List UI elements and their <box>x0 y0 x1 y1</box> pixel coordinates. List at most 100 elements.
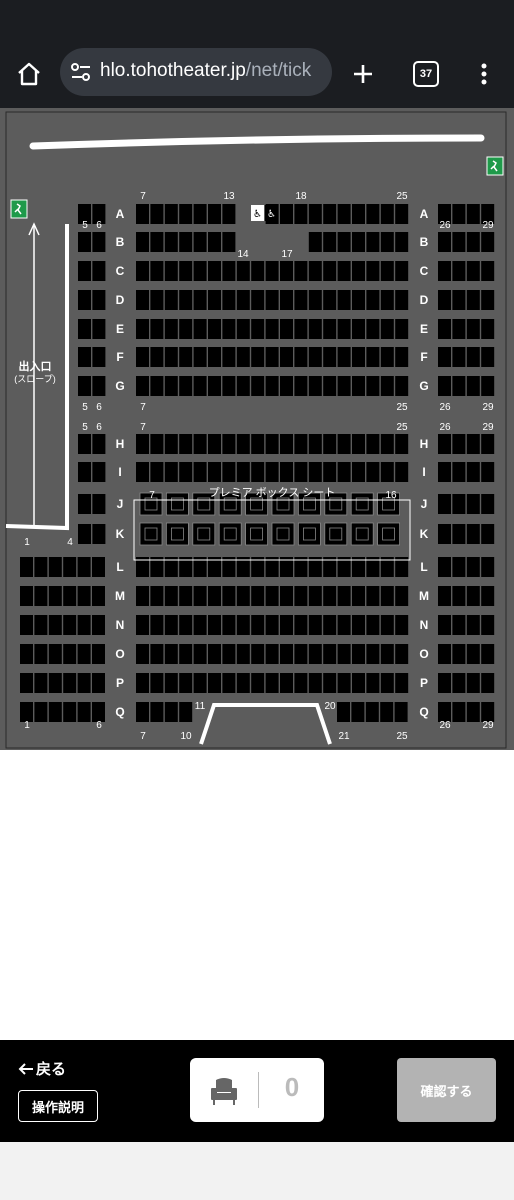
seat[interactable] <box>481 702 495 722</box>
seat[interactable] <box>164 347 178 367</box>
seat[interactable] <box>164 232 178 252</box>
seat[interactable] <box>280 347 293 367</box>
seat[interactable] <box>164 615 178 635</box>
seat[interactable] <box>280 615 293 635</box>
seat[interactable] <box>366 586 380 606</box>
seat[interactable] <box>222 586 236 606</box>
seat[interactable] <box>438 347 451 367</box>
seat[interactable] <box>337 586 351 606</box>
seat[interactable] <box>193 290 207 310</box>
seat[interactable] <box>366 644 380 664</box>
seat[interactable] <box>452 261 466 281</box>
seat[interactable] <box>323 586 337 606</box>
site-settings-icon[interactable] <box>70 62 92 86</box>
seat[interactable] <box>352 347 365 367</box>
seat[interactable] <box>92 462 106 482</box>
tab-count-button[interactable]: 37 <box>413 61 439 87</box>
seat[interactable] <box>78 204 91 224</box>
seat[interactable] <box>77 557 91 577</box>
seat[interactable] <box>20 644 33 664</box>
seat[interactable] <box>251 319 265 339</box>
seat[interactable] <box>48 702 62 722</box>
seat[interactable] <box>150 232 164 252</box>
seat[interactable] <box>208 232 221 252</box>
seat[interactable] <box>208 319 221 339</box>
seat[interactable] <box>323 232 337 252</box>
seat[interactable] <box>193 319 207 339</box>
seat[interactable] <box>48 586 62 606</box>
seat[interactable] <box>352 462 365 482</box>
seat[interactable] <box>380 673 394 693</box>
seat[interactable] <box>280 204 293 224</box>
seat[interactable] <box>48 615 62 635</box>
seat[interactable] <box>150 673 164 693</box>
seat[interactable] <box>294 319 308 339</box>
seat[interactable] <box>481 347 495 367</box>
seat[interactable] <box>48 557 62 577</box>
seat[interactable] <box>77 644 91 664</box>
premier-seat[interactable] <box>218 522 242 546</box>
seat[interactable] <box>236 434 250 454</box>
seat[interactable] <box>236 644 250 664</box>
seat[interactable] <box>164 261 178 281</box>
seat[interactable] <box>466 673 480 693</box>
seat[interactable] <box>222 462 236 482</box>
seat[interactable] <box>380 376 394 396</box>
seat[interactable] <box>251 376 265 396</box>
menu-icon[interactable] <box>466 56 502 92</box>
seat[interactable] <box>164 586 178 606</box>
seat[interactable] <box>395 347 409 367</box>
seat[interactable] <box>294 644 308 664</box>
seat[interactable] <box>222 673 236 693</box>
seat[interactable] <box>179 702 193 722</box>
seat[interactable] <box>34 615 48 635</box>
seat[interactable] <box>78 347 91 367</box>
seat[interactable] <box>193 615 207 635</box>
seat[interactable] <box>208 586 221 606</box>
seat[interactable] <box>208 644 221 664</box>
seat[interactable] <box>208 462 221 482</box>
seat[interactable] <box>337 347 351 367</box>
seat[interactable] <box>352 557 365 577</box>
seat[interactable] <box>352 644 365 664</box>
seat[interactable] <box>366 261 380 281</box>
seat[interactable] <box>395 615 409 635</box>
seat[interactable] <box>466 557 480 577</box>
seat[interactable] <box>438 615 451 635</box>
seat[interactable] <box>20 702 33 722</box>
seat[interactable] <box>438 319 451 339</box>
seat[interactable] <box>20 673 33 693</box>
seat[interactable] <box>164 462 178 482</box>
seat[interactable] <box>380 347 394 367</box>
seat[interactable] <box>222 644 236 664</box>
seat[interactable] <box>208 290 221 310</box>
seat[interactable] <box>265 376 279 396</box>
seat[interactable] <box>63 702 77 722</box>
seat[interactable] <box>34 644 48 664</box>
seat[interactable] <box>294 462 308 482</box>
seat[interactable] <box>92 347 106 367</box>
seat[interactable] <box>323 434 337 454</box>
seat[interactable] <box>438 434 451 454</box>
seat[interactable] <box>294 347 308 367</box>
seat[interactable] <box>34 702 48 722</box>
seat[interactable] <box>20 557 33 577</box>
seat[interactable] <box>466 615 480 635</box>
seat[interactable] <box>193 644 207 664</box>
seat[interactable] <box>366 232 380 252</box>
seat[interactable] <box>63 615 77 635</box>
seat[interactable] <box>92 434 106 454</box>
seat[interactable] <box>466 644 480 664</box>
seat[interactable] <box>323 615 337 635</box>
seat[interactable] <box>481 586 495 606</box>
seat[interactable] <box>236 347 250 367</box>
seat[interactable] <box>136 347 149 367</box>
seat[interactable] <box>308 557 322 577</box>
seat[interactable] <box>395 290 409 310</box>
seat[interactable] <box>294 557 308 577</box>
seat[interactable] <box>366 204 380 224</box>
seat[interactable] <box>92 376 106 396</box>
seat[interactable] <box>481 434 495 454</box>
seat[interactable] <box>179 673 193 693</box>
seat[interactable] <box>481 319 495 339</box>
